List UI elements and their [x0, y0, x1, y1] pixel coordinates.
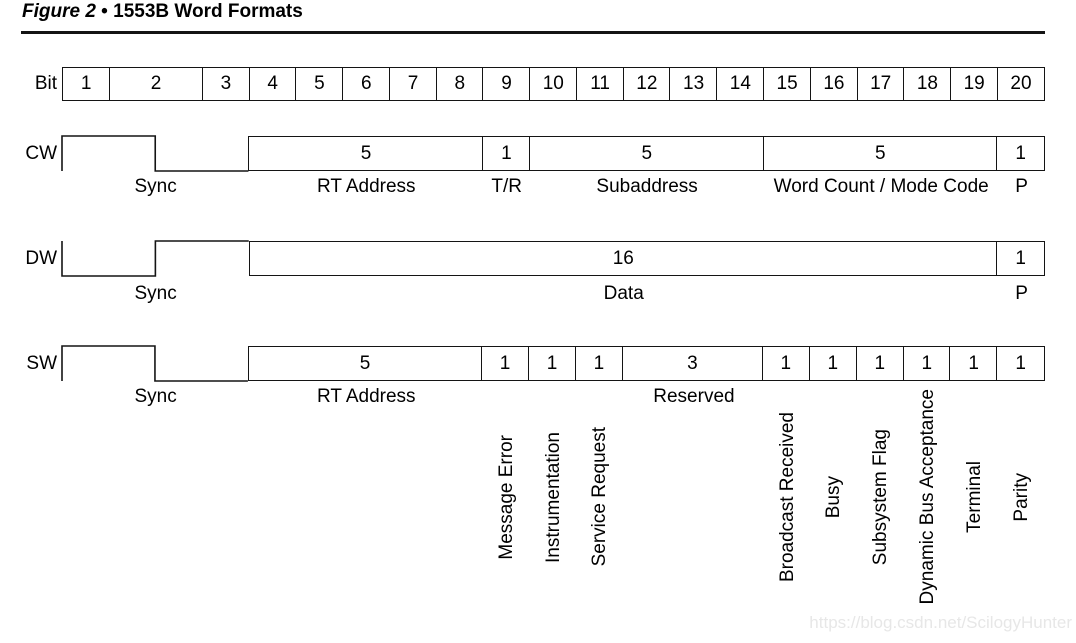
field-box-sw: 1 [761, 346, 811, 381]
bit-cell: 1 [62, 67, 111, 101]
bit-cell: 12 [622, 67, 671, 101]
sync-waveform-dw [62, 241, 249, 276]
vband-spacer [624, 389, 764, 605]
sync-label-dw: Sync [134, 283, 177, 304]
bit-cell: 4 [248, 67, 297, 101]
vertical-field-label: Instrumentation [542, 431, 564, 563]
field-label-cw: T/R [491, 176, 522, 197]
vertical-labels-band: Message Error Instrumentation Service Requ… [62, 389, 1045, 605]
vertical-label-cell: Message Error [483, 389, 530, 605]
title-separator: • [95, 1, 114, 22]
vertical-label-cell: Dynamic Bus Acceptance [905, 389, 952, 605]
word-row-label-dw: DW [25, 248, 57, 269]
vertical-label-cell: Parity [998, 389, 1045, 605]
vertical-label-cell: Instrumentation [530, 389, 577, 605]
field-label-dw: P [1015, 283, 1028, 304]
bit-cell: 16 [809, 67, 859, 101]
field-label-cw: Word Count / Mode Code [773, 176, 989, 197]
bit-cell: 9 [482, 67, 531, 101]
bit-cell: 6 [342, 67, 391, 101]
word-row-label-sw: SW [26, 353, 57, 374]
sync-waveform-sw [62, 346, 248, 381]
vertical-field-label: Terminal [963, 461, 985, 533]
bit-cell: 20 [996, 67, 1046, 101]
bit-cell: 2 [108, 67, 204, 101]
field-box-cw: 1 [996, 136, 1045, 171]
vertical-field-label: Subsystem Flag [870, 428, 892, 566]
field-label-cw: P [1015, 176, 1028, 197]
vertical-label-cell: Service Request [577, 389, 624, 605]
watermark: https://blog.csdn.net/ScilogyHunter [809, 613, 1072, 632]
bit-cell: 7 [388, 67, 438, 101]
vertical-field-label: Service Request [589, 427, 611, 567]
figure-title: Figure 2 • 1553B Word Formats [22, 1, 303, 23]
bit-cell: 10 [529, 67, 578, 101]
bit-cell: 15 [762, 67, 812, 101]
field-label-sw: RT Address [316, 386, 416, 407]
field-box-sw: 1 [855, 346, 905, 381]
bit-cell: 5 [295, 67, 344, 101]
figure-number: Figure 2 [22, 1, 96, 22]
field-label-sw: Reserved [653, 386, 735, 407]
vertical-field-label: Busy [823, 475, 845, 519]
word-row-label-cw: CW [25, 143, 57, 164]
vertical-label-cell: Broadcast Received [764, 389, 811, 605]
word-field-labels-cw: Sync RT Address T/R Subaddress Word Count / … [62, 176, 1045, 202]
field-box-sw: 5 [247, 346, 483, 381]
bit-cell: 8 [435, 67, 484, 101]
field-box-sw: 1 [527, 346, 577, 381]
bit-cell: 14 [716, 67, 765, 101]
field-box-sw: 1 [808, 346, 858, 381]
field-box-sw: 3 [621, 346, 764, 381]
sync-step-shape [62, 136, 248, 171]
vertical-field-label: Dynamic Bus Acceptance [916, 389, 938, 605]
field-box-sw: 1 [574, 346, 624, 381]
field-box-cw: 5 [529, 136, 765, 171]
field-box-cw: 1 [482, 136, 531, 171]
bit-cell: 18 [903, 67, 952, 101]
bit-row-label: Bit [34, 73, 57, 94]
bit-cell: 11 [575, 67, 625, 101]
field-box-sw: 1 [996, 346, 1045, 381]
field-box-cw: 5 [762, 136, 998, 171]
word-field-labels-sw: Sync RT Address Reserved [62, 386, 1045, 412]
title-text: 1553B Word Formats [113, 1, 303, 22]
vband-spacer [62, 389, 249, 605]
field-box-cw: 5 [248, 136, 484, 171]
field-box-dw: 1 [996, 241, 1045, 276]
vertical-field-label: Broadcast Received [776, 411, 798, 583]
vertical-label-cell: Terminal [951, 389, 998, 605]
field-label-dw: Data [603, 283, 644, 304]
sync-step-shape [62, 241, 249, 276]
bit-cell: 3 [201, 67, 251, 101]
vband-spacer [249, 389, 483, 605]
sync-waveform-cw [62, 136, 248, 171]
field-box-sw: 1 [949, 346, 998, 381]
field-label-cw: Subaddress [596, 176, 698, 197]
sync-step-shape [62, 346, 248, 381]
vertical-field-label: Message Error [495, 434, 517, 560]
field-box-sw: 1 [480, 346, 530, 381]
bit-cell: 13 [669, 67, 718, 101]
field-box-dw: 16 [248, 241, 998, 276]
vertical-label-cell: Subsystem Flag [858, 389, 905, 605]
field-label-cw: RT Address [316, 176, 416, 197]
field-box-sw: 1 [902, 346, 951, 381]
sync-label-cw: Sync [134, 176, 177, 197]
vertical-field-label: Parity [1010, 472, 1032, 522]
title-rule [21, 31, 1045, 34]
sync-label-sw: Sync [134, 386, 177, 407]
word-field-labels-dw: Sync Data P [62, 283, 1045, 309]
bit-cell: 17 [856, 67, 905, 101]
bit-cell: 19 [950, 67, 999, 101]
vertical-label-cell: Busy [811, 389, 858, 605]
